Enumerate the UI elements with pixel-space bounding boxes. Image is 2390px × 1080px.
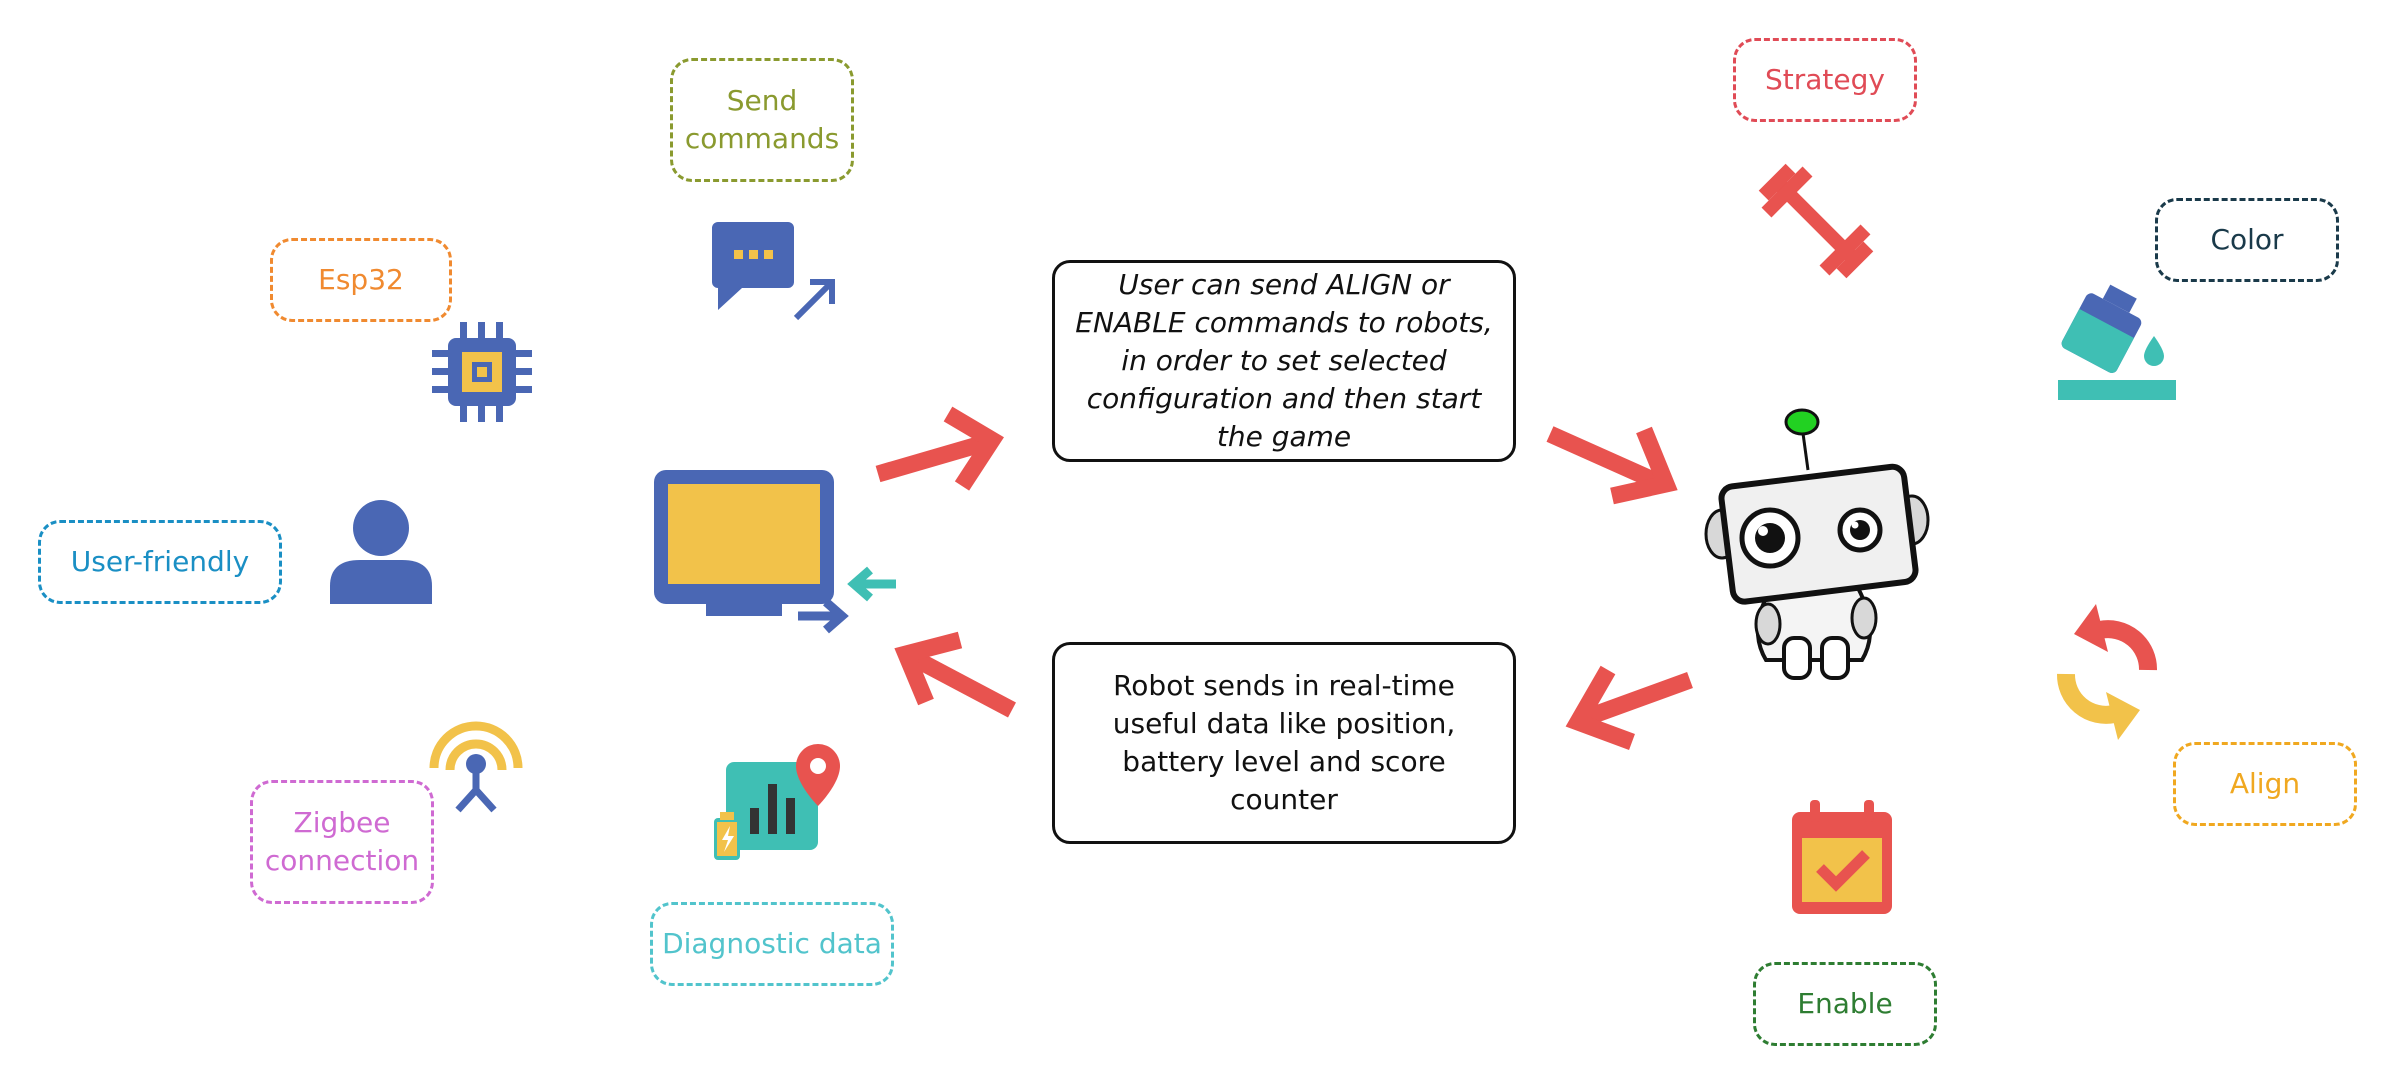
label-user-friendly-text: User-friendly	[70, 545, 250, 578]
arrow-monitor-to-commands	[875, 406, 1004, 491]
telemetry-box: Robot sends in real-time useful data lik…	[1052, 642, 1516, 844]
chat-icon	[712, 222, 835, 321]
label-diagnostic: Diagnostic data	[650, 902, 894, 986]
paint-bucket-icon	[2058, 284, 2176, 400]
label-zigbee-text: Zigbee connection	[264, 806, 420, 877]
robot-icon	[1704, 408, 1930, 680]
label-send-commands: Send commands	[670, 58, 854, 182]
arrow-robot-to-telemetry	[1565, 665, 1693, 750]
label-esp32: Esp32	[270, 238, 452, 322]
label-esp32-text: Esp32	[318, 263, 404, 296]
dashboard-icon	[714, 744, 840, 860]
calendar-check-icon	[1792, 800, 1892, 914]
label-strategy-text: Strategy	[1765, 63, 1885, 96]
monitor-icon	[654, 470, 896, 634]
arrow-telemetry-to-monitor	[894, 631, 1016, 718]
label-enable-text: Enable	[1797, 987, 1893, 1020]
label-zigbee: Zigbee connection	[250, 780, 434, 904]
telemetry-box-text: Robot sends in real-time useful data lik…	[1112, 669, 1456, 816]
user-icon	[330, 500, 432, 604]
chip-icon	[432, 322, 532, 422]
label-strategy: Strategy	[1733, 38, 1917, 122]
label-align-text: Align	[2229, 767, 2301, 800]
label-diagnostic-text: Diagnostic data	[662, 927, 882, 960]
arrow-commands-to-robot	[1546, 426, 1678, 505]
commands-box: User can send ALIGN or ENABLE commands t…	[1052, 260, 1516, 462]
label-color: Color	[2155, 198, 2339, 282]
label-align: Align	[2173, 742, 2357, 826]
refresh-icon	[2057, 604, 2157, 740]
label-send-commands-text: Send commands	[684, 84, 840, 155]
label-color-text: Color	[2210, 223, 2284, 256]
commands-box-text: User can send ALIGN or ENABLE commands t…	[1075, 268, 1493, 453]
label-enable: Enable	[1753, 962, 1937, 1046]
antenna-icon	[429, 721, 523, 813]
dumbbell-icon	[1758, 163, 1874, 279]
label-user-friendly: User-friendly	[38, 520, 282, 604]
